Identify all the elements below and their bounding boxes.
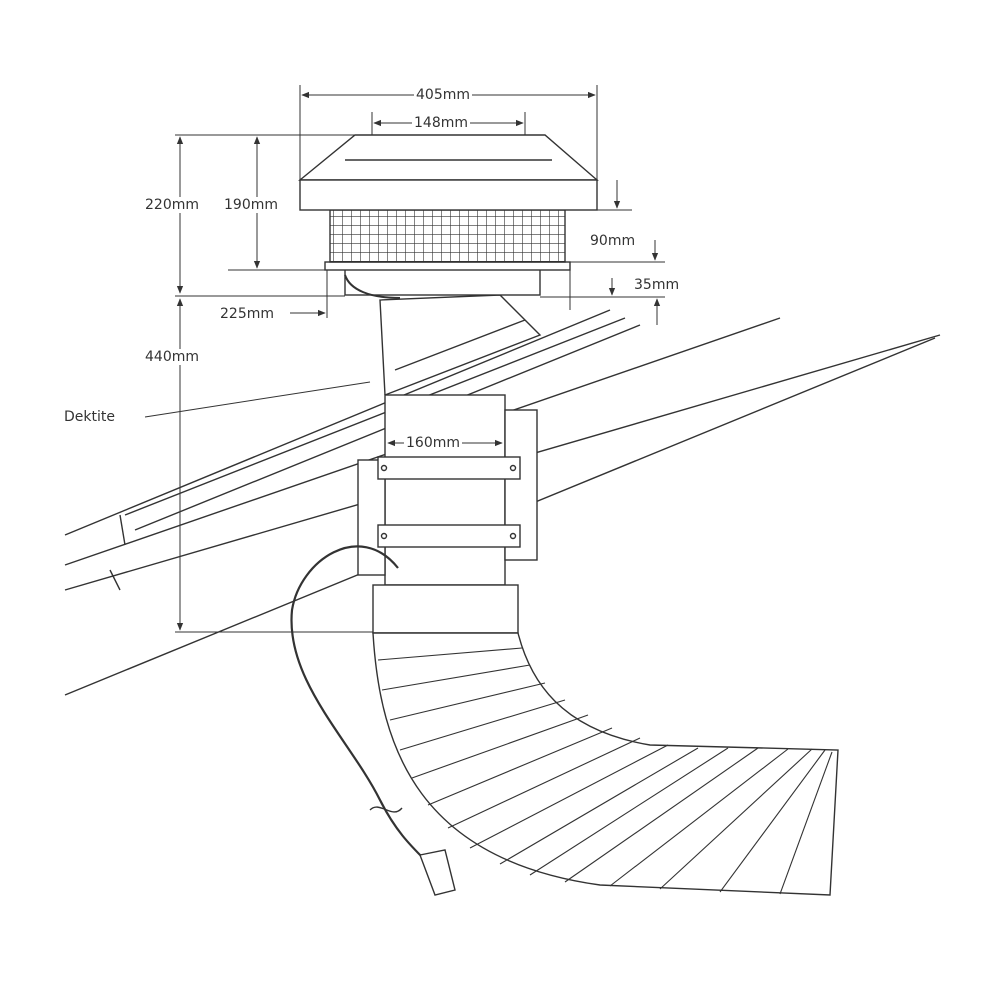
plug-icon	[419, 849, 456, 896]
fan-head	[298, 134, 599, 296]
power-cable	[344, 274, 401, 299]
label-dektite: Dektite	[62, 409, 117, 425]
dim-total-height: 220mm	[143, 197, 201, 213]
dim-duct-length: 440mm	[143, 349, 201, 365]
dim-duct-width: 160mm	[404, 435, 462, 451]
dim-offset: 225mm	[218, 306, 276, 322]
dim-top-width: 148mm	[412, 115, 470, 131]
dim-cap-height: 190mm	[222, 197, 280, 213]
power-cord	[290, 545, 426, 861]
flexible-duct	[372, 632, 839, 896]
dim-overall-width: 405mm	[414, 87, 472, 103]
duct	[357, 394, 538, 634]
duct-ribs	[377, 647, 833, 895]
dim-base-height: 35mm	[632, 277, 682, 293]
dim-mesh-height: 90mm	[588, 233, 638, 249]
